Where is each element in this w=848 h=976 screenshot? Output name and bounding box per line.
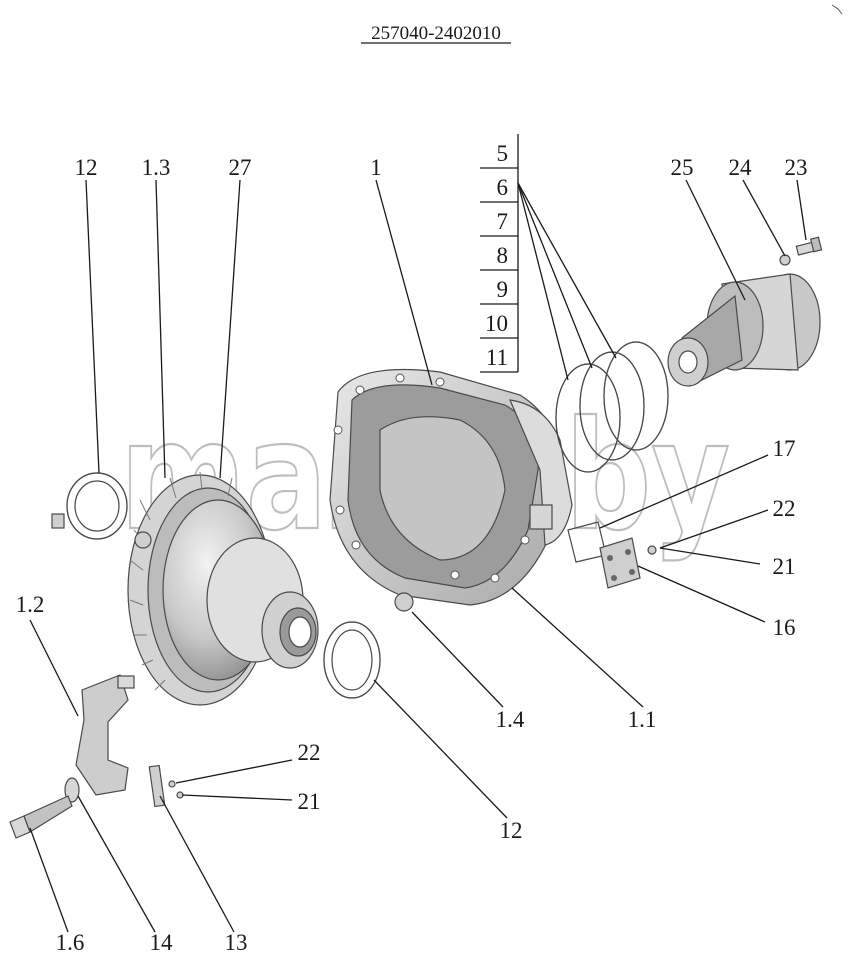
bearing-cap-1-2 xyxy=(75,674,135,796)
shim-table: 5 6 7 8 9 10 11 xyxy=(480,134,519,373)
bolt-23 xyxy=(795,236,823,256)
lock-plate-12-upper xyxy=(51,472,128,540)
callout-13: 13 xyxy=(225,930,248,955)
shim-label-6: 6 xyxy=(497,175,509,200)
leader-lines xyxy=(29,179,807,933)
shim-label-9: 9 xyxy=(497,277,509,302)
callout-1-4: 1.4 xyxy=(496,707,525,732)
callout-24: 24 xyxy=(729,155,753,180)
callout-12-lower: 12 xyxy=(500,818,523,843)
callout-22-lower: 22 xyxy=(298,740,321,765)
callout-1-1: 1.1 xyxy=(628,707,657,732)
bolt-22-lower xyxy=(168,780,176,788)
bolt-21-right xyxy=(647,545,657,555)
plug-1-4 xyxy=(394,592,414,612)
callout-1-2: 1.2 xyxy=(16,592,45,617)
callout-1-6: 1.6 xyxy=(56,930,85,955)
callout-21-lower: 21 xyxy=(298,789,321,814)
carrier-housing-1 xyxy=(329,368,573,606)
callout-1: 1 xyxy=(370,155,382,180)
corner-mark-icon xyxy=(831,4,843,15)
lock-plate-12-lower xyxy=(323,621,381,699)
callout-25: 25 xyxy=(671,155,694,180)
callout-14: 14 xyxy=(150,930,174,955)
shim-label-5: 5 xyxy=(497,141,509,166)
drawing-title: 257040-2402010 xyxy=(371,23,501,44)
callout-1-3: 1.3 xyxy=(142,155,171,180)
callout-21-right: 21 xyxy=(773,554,796,579)
callout-27: 27 xyxy=(229,155,252,180)
cover-16 xyxy=(599,537,641,589)
washer-24 xyxy=(779,254,791,266)
callout-17: 17 xyxy=(773,436,796,461)
callout-12-upper: 12 xyxy=(75,155,98,180)
drive-pinion-assembly-25 xyxy=(667,273,821,387)
callout-16: 16 xyxy=(773,615,796,640)
callout-22-right: 22 xyxy=(773,496,796,521)
differential-crown-gear-27 xyxy=(127,471,319,706)
shim-label-11: 11 xyxy=(486,345,508,370)
shim-label-8: 8 xyxy=(497,243,509,268)
bolt-1-6 xyxy=(9,795,73,839)
callout-23: 23 xyxy=(785,155,808,180)
shim-label-10: 10 xyxy=(485,311,508,336)
shim-label-7: 7 xyxy=(497,209,509,234)
